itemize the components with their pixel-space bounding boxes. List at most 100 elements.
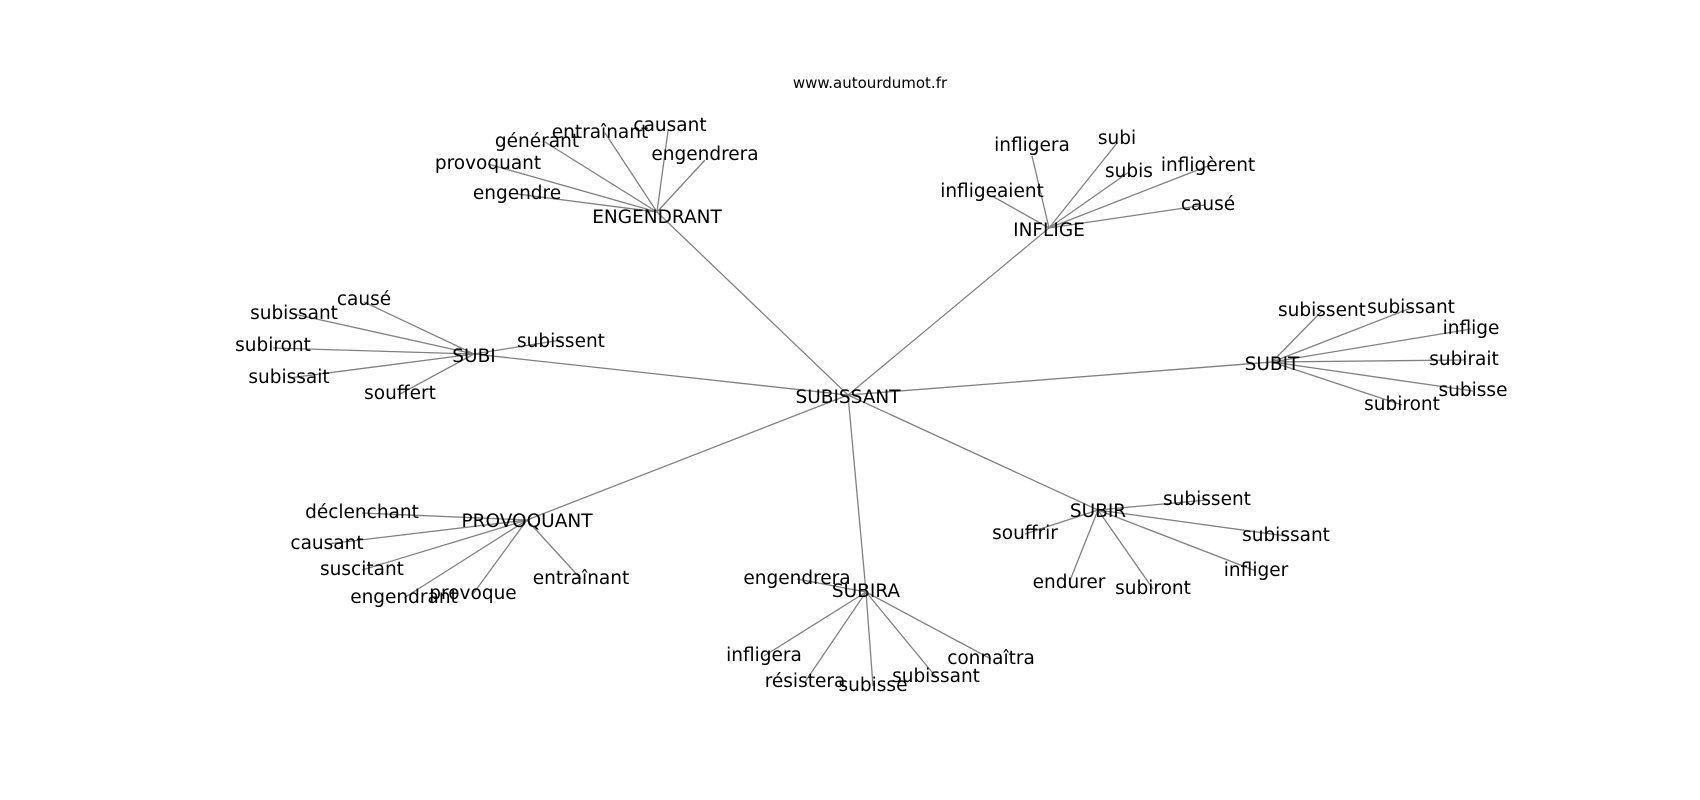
edge-center-to-hub: [847, 361, 1273, 396]
word-node[interactable]: entraînant: [533, 568, 629, 589]
word-node[interactable]: subisse: [1439, 380, 1508, 401]
edge-center-to-hub: [526, 394, 849, 521]
word-node[interactable]: subissait: [248, 367, 329, 388]
edge-hub-to-word: [656, 159, 706, 213]
edge-hub-to-word: [472, 519, 528, 595]
word-node[interactable]: infligera: [994, 135, 1070, 156]
edge-hub-to-word: [991, 195, 1050, 229]
word-node[interactable]: subiront: [235, 335, 311, 356]
word-node[interactable]: souffert: [364, 383, 436, 404]
edge-hub-to-word: [1097, 509, 1257, 572]
edge-hub-to-word: [1097, 509, 1287, 537]
edge-hub-to-word: [1271, 310, 1323, 363]
edge-hub-to-word: [865, 591, 874, 687]
word-node[interactable]: endurer: [1033, 572, 1106, 593]
edge-hub-to-word: [544, 141, 658, 213]
edge-hub-to-word: [361, 519, 528, 571]
word-node[interactable]: subi: [1098, 128, 1136, 149]
edge-hub-to-word: [293, 313, 475, 355]
word-node[interactable]: infligera: [726, 645, 802, 666]
source-label: www.autourdumot.fr: [793, 74, 948, 92]
word-node[interactable]: engendrant: [350, 587, 458, 608]
hub-node[interactable]: ENGENDRANT: [592, 207, 722, 228]
word-node[interactable]: subissant: [250, 303, 338, 324]
edge-hub-to-word: [487, 163, 658, 213]
edge-hub-to-word: [1271, 361, 1474, 392]
word-node[interactable]: subirait: [1429, 349, 1499, 370]
hub-node[interactable]: SUBIR: [1070, 501, 1126, 522]
word-node[interactable]: subissent: [517, 331, 605, 352]
edge-center-to-hub: [656, 211, 849, 396]
word-node[interactable]: résistera: [765, 671, 846, 692]
word-node[interactable]: engendrera: [743, 568, 850, 589]
edge-hub-to-word: [288, 353, 475, 379]
word-node[interactable]: causé: [337, 289, 391, 310]
word-node[interactable]: subissant: [1242, 525, 1330, 546]
edge-hub-to-word: [796, 578, 867, 593]
word-node[interactable]: causant: [633, 115, 706, 136]
word-node[interactable]: connaîtra: [947, 648, 1035, 669]
word-node[interactable]: suscitant: [320, 559, 404, 580]
edge-hub-to-word: [1048, 165, 1209, 229]
word-node[interactable]: subissent: [1163, 489, 1251, 510]
edge-hub-to-word: [473, 339, 562, 355]
edge-hub-to-word: [1048, 171, 1130, 229]
edge-hub-to-word: [1031, 155, 1050, 229]
word-node[interactable]: provoque: [429, 583, 516, 604]
word-node[interactable]: causé: [1181, 194, 1235, 215]
word-node[interactable]: souffrir: [992, 523, 1058, 544]
edge-center-to-hub: [847, 394, 1099, 511]
word-node[interactable]: infliger: [1224, 560, 1289, 581]
edge-hub-to-word: [363, 301, 475, 355]
edge-hub-to-word: [804, 591, 867, 683]
word-node[interactable]: infligèrent: [1161, 155, 1255, 176]
edge-hub-to-word: [403, 519, 528, 599]
word-node[interactable]: déclenchant: [305, 502, 419, 523]
labels-layer: www.autourdumot.fr ENGENDRANTcausantentr…: [235, 74, 1507, 696]
word-node[interactable]: infligeaient: [940, 181, 1044, 202]
word-node[interactable]: subiront: [1364, 394, 1440, 415]
edge-hub-to-word: [526, 519, 582, 580]
edge-hub-to-word: [763, 591, 867, 657]
word-node[interactable]: subissent: [1278, 300, 1366, 321]
word-node[interactable]: subiront: [1115, 578, 1191, 599]
edge-hub-to-word: [1048, 204, 1206, 229]
hub-node[interactable]: INFLIGE: [1013, 220, 1085, 241]
edge-hub-to-word: [399, 353, 475, 395]
center-node[interactable]: SUBISSANT: [795, 387, 901, 408]
edge-center-to-hub: [473, 353, 849, 396]
edge-hub-to-word: [1097, 499, 1208, 511]
edge-hub-to-word: [1048, 142, 1118, 229]
hub-node[interactable]: SUBI: [452, 346, 495, 367]
edge-hub-to-word: [604, 132, 658, 213]
word-node[interactable]: subis: [1105, 161, 1153, 182]
word-node[interactable]: subissant: [892, 666, 980, 687]
word-node[interactable]: générant: [495, 131, 579, 152]
word-node[interactable]: engendre: [473, 183, 561, 204]
edge-hub-to-word: [656, 130, 669, 213]
edge-hub-to-word: [865, 591, 992, 660]
edge-hub-to-word: [516, 193, 658, 213]
word-node[interactable]: engendrera: [651, 144, 758, 165]
word-node[interactable]: inflige: [1443, 318, 1500, 339]
edge-hub-to-word: [1097, 509, 1154, 590]
hub-node[interactable]: PROVOQUANT: [461, 511, 593, 532]
word-node[interactable]: provoquant: [435, 153, 541, 174]
word-node[interactable]: subissant: [1367, 297, 1455, 318]
edge-hub-to-word: [865, 591, 937, 678]
edge-hub-to-word: [1271, 361, 1403, 406]
hub-node[interactable]: SUBIT: [1245, 354, 1300, 375]
edge-hub-to-word: [1024, 509, 1099, 535]
edge-hub-to-word: [361, 512, 528, 521]
edge-hub-to-word: [326, 519, 528, 545]
edge-hub-to-word: [1271, 359, 1465, 363]
hub-node[interactable]: SUBIRA: [832, 581, 901, 602]
edge-hub-to-word: [272, 347, 475, 355]
edge-center-to-hub: [847, 394, 867, 593]
word-node[interactable]: entraînant: [552, 122, 648, 143]
word-node[interactable]: subisse: [839, 675, 908, 696]
word-node[interactable]: causant: [290, 533, 363, 554]
edge-hub-to-word: [1068, 509, 1099, 584]
edge-hub-to-word: [1271, 307, 1412, 363]
